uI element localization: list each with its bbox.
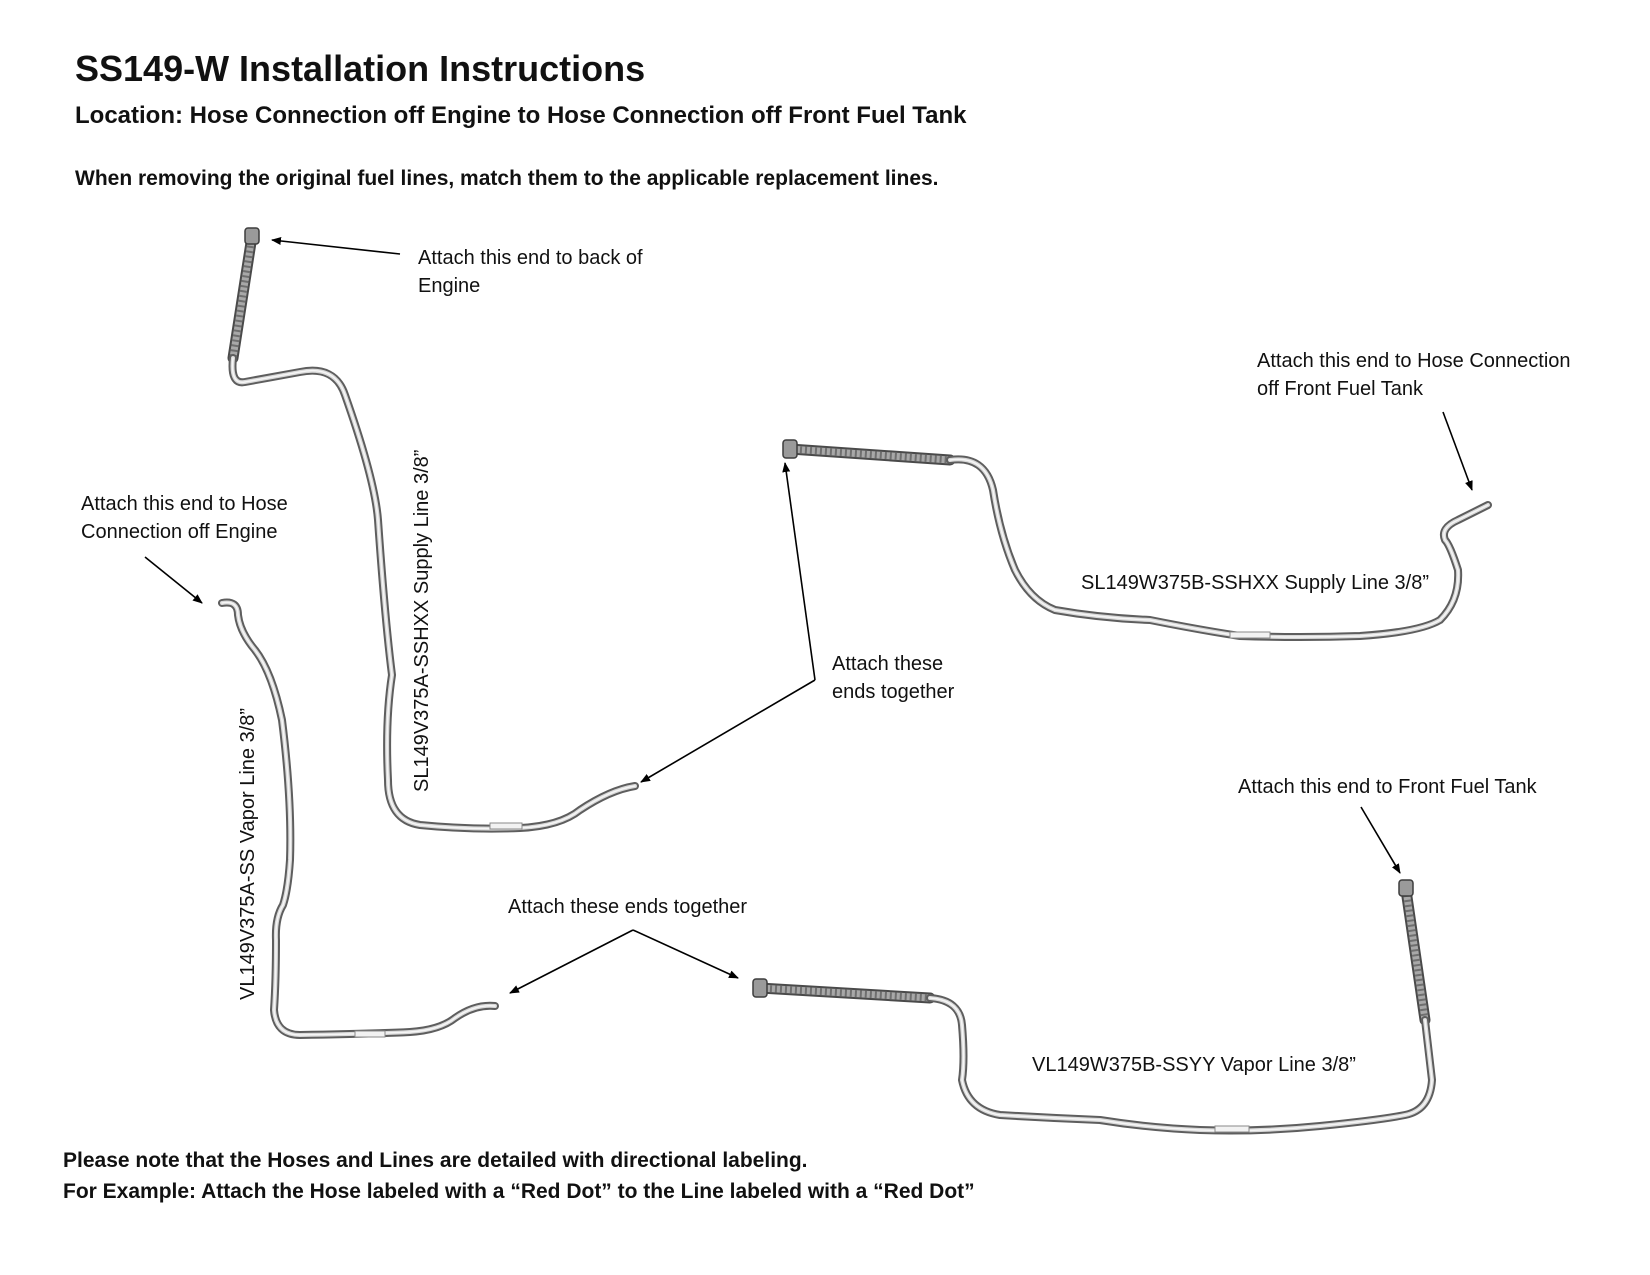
vapor-line-a [218,598,499,1039]
part-label-supply-b: SL149W375B-SSHXX Supply Line 3/8” [1081,572,1429,594]
part-label-vapor-b: VL149W375B-SSYY Vapor Line 3/8” [1032,1054,1356,1076]
part-label-supply-a: SL149V375A-SSHXX Supply Line 3/8” [411,449,433,792]
line-tag [354,1030,386,1038]
fitting-tank-end [1398,879,1414,897]
arrow-ends-together-supply-up [782,462,816,681]
arrow-hose-connection-engine [144,556,203,604]
arrow-ends-together-supply-down [640,679,816,783]
page-title: SS149-W Installation Instructions [75,48,646,89]
line-tag [1214,1125,1250,1133]
callout-line: Attach these ends together [508,896,748,918]
line-tag [1229,631,1271,639]
arrow-back-of-engine [271,237,401,255]
callout-line: Attach this end to back of [418,247,643,269]
red-dot-example-note: For Example: Attach the Hose labeled wit… [63,1180,975,1203]
callout-line: off Front Fuel Tank [1257,378,1424,400]
line-tag [489,822,523,830]
location-subtitle: Location: Hose Connection off Engine to … [75,102,967,129]
callout-line: Attach this end to Front Fuel Tank [1238,776,1537,798]
callout-back-of-engine: Attach this end to back of Engine [418,244,643,300]
arrow-front-fuel-tank-hose [1442,411,1473,491]
callout-front-fuel-tank-hose: Attach this end to Hose Connection off F… [1257,347,1571,403]
fitting-engine-end [244,227,260,245]
fitting-supply-end [782,439,798,459]
callout-ends-together-vapor: Attach these ends together [508,893,747,921]
callout-line: Attach this end to Hose Connection [1257,350,1571,372]
callout-hose-connection-engine: Attach this end to Hose Connection off E… [81,490,288,546]
callout-line: ends together [832,681,955,703]
supply-line-b [782,439,1492,641]
fitting-vapor-end [752,978,768,998]
callout-front-fuel-tank: Attach this end to Front Fuel Tank [1238,773,1537,801]
callout-line: Attach these [832,653,944,675]
directional-labeling-note: Please note that the Hoses and Lines are… [63,1149,808,1172]
arrow-ends-together-vapor-left [509,929,634,994]
part-label-vapor-a: VL149V375A-SS Vapor Line 3/8” [237,707,259,1000]
callout-line: Connection off Engine [81,521,278,543]
callout-ends-together-supply: Attach these ends together [832,650,954,706]
vapor-line-b [752,879,1436,1135]
callout-line: Engine [418,275,481,297]
removal-instruction: When removing the original fuel lines, m… [75,167,939,190]
arrow-front-fuel-tank [1360,806,1401,874]
callout-line: Attach this end to Hose [81,493,288,515]
supply-line-a [227,227,639,833]
arrow-ends-together-vapor-right [632,929,739,979]
